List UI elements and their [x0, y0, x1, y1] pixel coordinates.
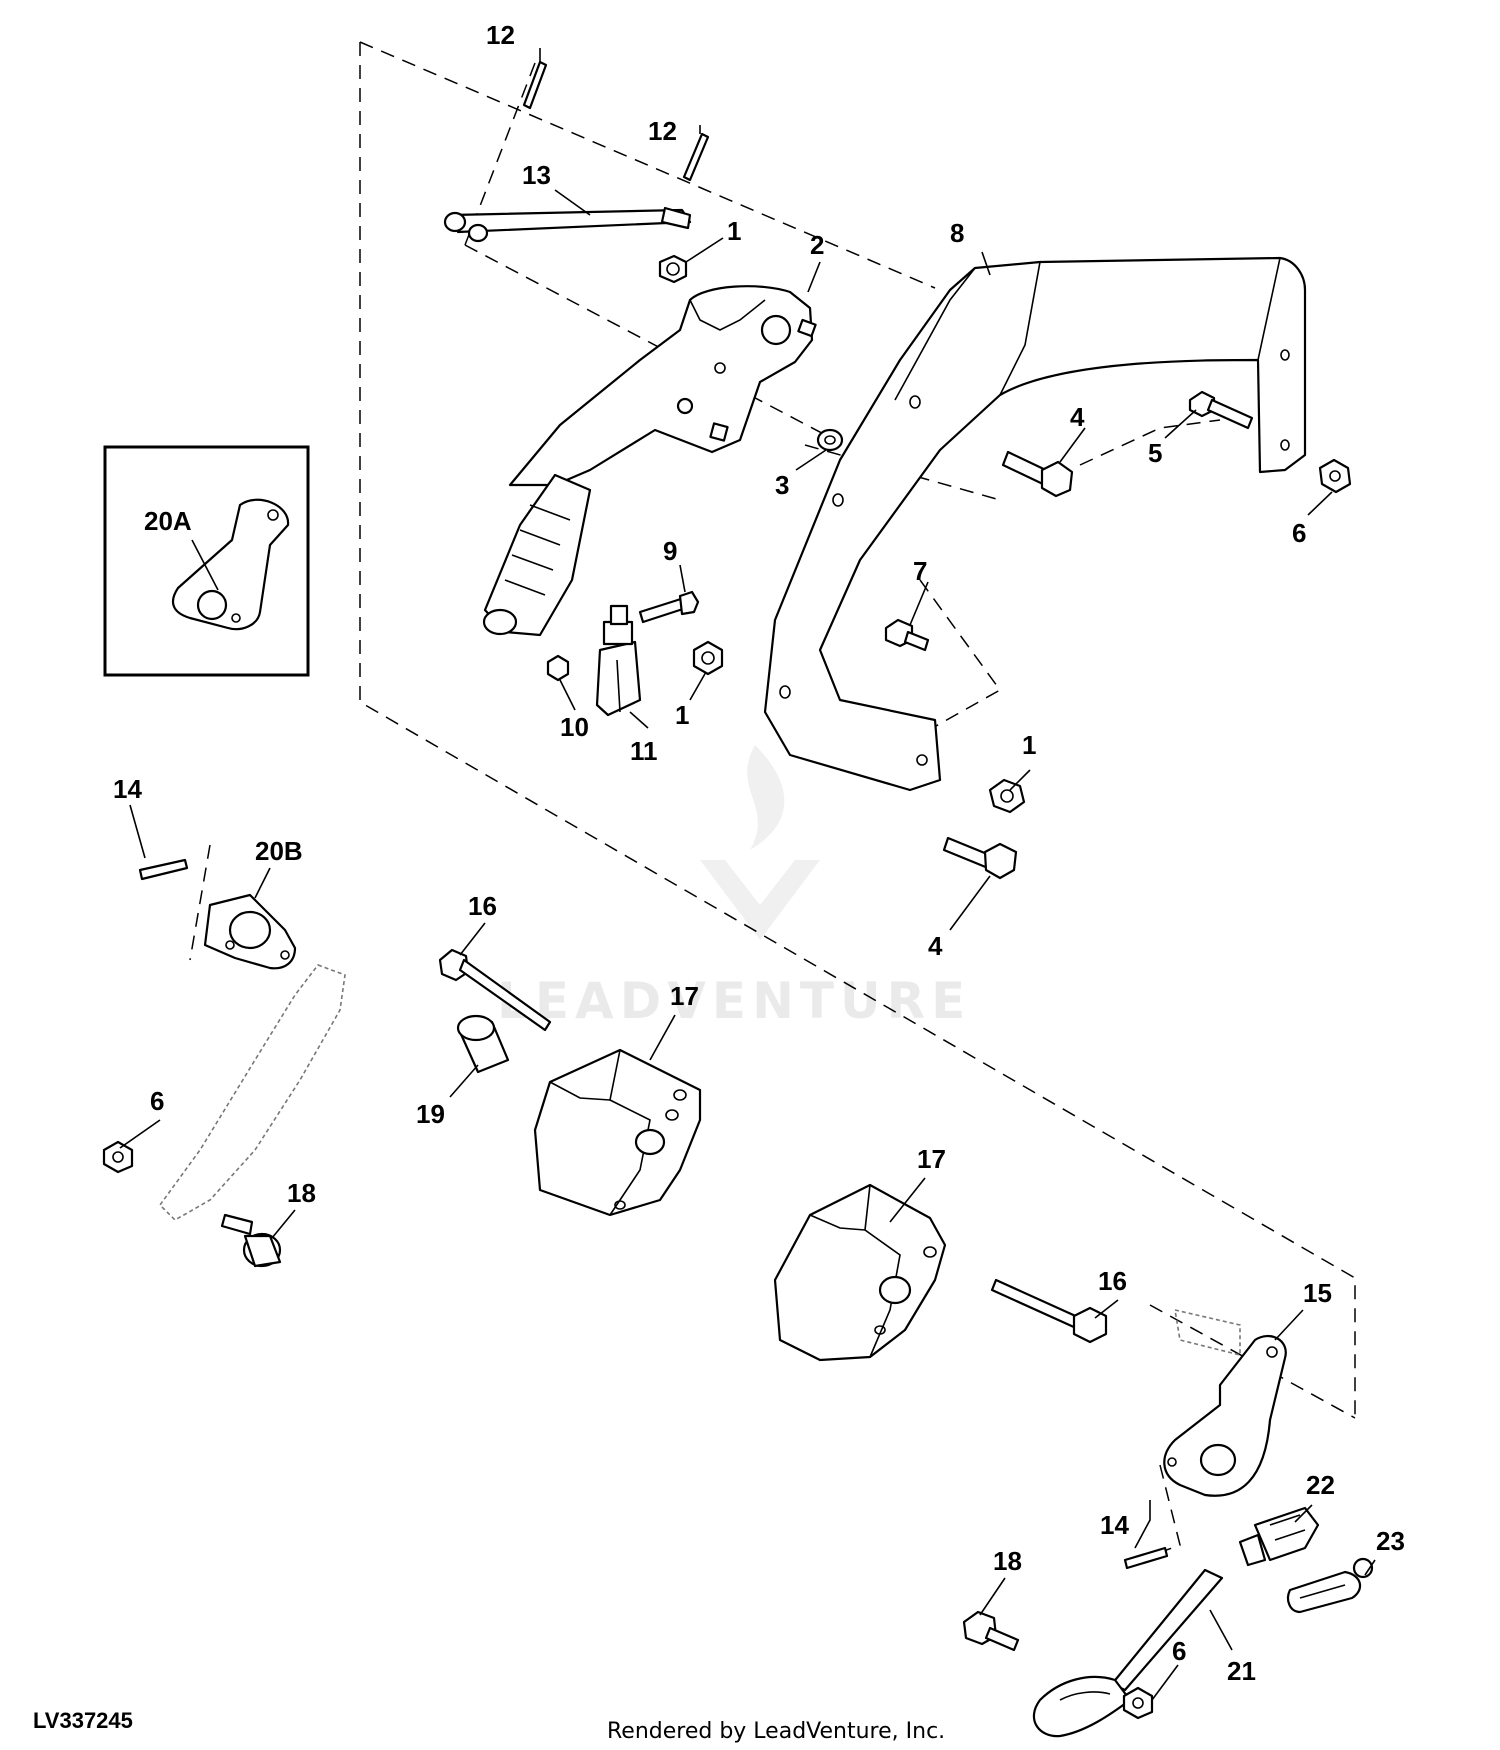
callout-labels: 12 12 13 1 2 8 4 5 3 6 9 7 1 10 11 1 4 2…	[113, 20, 1405, 1686]
callout-17-upper: 17	[670, 981, 699, 1011]
washer-3	[816, 428, 844, 452]
callout-14-right: 14	[1100, 1510, 1129, 1540]
callout-17-lower: 17	[917, 1144, 946, 1174]
callout-8: 8	[950, 218, 964, 248]
pin-14-right	[1123, 1546, 1169, 1570]
callout-15: 15	[1303, 1278, 1332, 1308]
block-17-lower	[773, 1183, 947, 1362]
callout-10: 10	[560, 712, 589, 742]
callout-16-upper: 16	[468, 891, 497, 921]
nut-10	[546, 654, 570, 682]
callout-9: 9	[663, 536, 677, 566]
callout-3: 3	[775, 470, 789, 500]
bolt-7	[884, 618, 930, 652]
bushing-19	[456, 1014, 510, 1074]
arm-20b-hidden-outline	[158, 964, 346, 1221]
bolt-16-upper	[438, 948, 552, 1032]
callout-7: 7	[913, 556, 927, 586]
pin-14-left	[138, 858, 189, 881]
flame-logo-icon	[747, 745, 785, 850]
cotter-pin-12-upper	[522, 60, 548, 110]
callout-4-lower: 4	[928, 931, 943, 961]
nut-1-top	[658, 254, 688, 284]
bracket-8	[763, 256, 1307, 792]
inset-box-20a	[103, 445, 310, 677]
render-credit: Rendered by LeadVenture, Inc.	[607, 1719, 945, 1744]
rod-13	[443, 206, 692, 243]
callout-20a: 20A	[144, 506, 192, 536]
bolt-4-lower	[942, 836, 1018, 880]
callout-16-lower: 16	[1098, 1266, 1127, 1296]
callout-5: 5	[1148, 438, 1162, 468]
switch-11	[595, 604, 642, 717]
callout-18-left: 18	[287, 1178, 316, 1208]
arm-15	[1163, 1308, 1287, 1497]
callout-12-upper: 12	[486, 20, 515, 50]
callout-6-left: 6	[150, 1086, 164, 1116]
callout-1-top: 1	[727, 216, 741, 246]
bolt-4-upper	[1001, 450, 1074, 498]
callout-14-left: 14	[113, 774, 142, 804]
nut-6-lower	[1122, 1686, 1154, 1720]
nut-1-lower	[988, 778, 1026, 814]
leader-lines	[119, 48, 1376, 1701]
callout-6-lower: 6	[1172, 1636, 1186, 1666]
nut-6-left	[102, 1140, 134, 1174]
arm-20b	[203, 893, 297, 970]
clevis-22	[1238, 1506, 1320, 1567]
callout-13: 13	[522, 160, 551, 190]
watermark-text: LEADVENTURE	[497, 972, 971, 1030]
lever-2	[482, 285, 817, 637]
bolt-16-lower	[990, 1278, 1108, 1344]
nut-6-right	[1318, 458, 1352, 494]
callout-12-lower: 12	[648, 116, 677, 146]
callout-2: 2	[810, 230, 824, 260]
nut-1-middle	[692, 640, 724, 676]
callout-21: 21	[1227, 1656, 1256, 1686]
block-17-upper	[533, 1048, 702, 1217]
leadventure-watermark: LEADVENTURE	[497, 745, 971, 1030]
arm-20a	[171, 498, 290, 631]
figure-id: LV337245	[33, 1708, 133, 1733]
callout-1-middle: 1	[675, 700, 689, 730]
bolt-18-left	[220, 1213, 282, 1268]
screw-9	[638, 590, 700, 624]
callout-20b: 20B	[255, 836, 303, 866]
bolt-18-right	[962, 1610, 1020, 1652]
callout-22: 22	[1306, 1470, 1335, 1500]
v-logo-icon	[700, 860, 820, 940]
callout-1-lower: 1	[1022, 730, 1036, 760]
rod-21	[1032, 1568, 1224, 1738]
callout-19: 19	[416, 1099, 445, 1129]
callout-18-right: 18	[993, 1546, 1022, 1576]
callout-4-upper: 4	[1070, 402, 1085, 432]
callout-11: 11	[630, 736, 658, 766]
callout-6-right: 6	[1292, 518, 1306, 548]
cotter-pin-12-lower	[682, 132, 710, 182]
callout-23: 23	[1376, 1526, 1405, 1556]
clip-23	[1286, 1557, 1374, 1614]
